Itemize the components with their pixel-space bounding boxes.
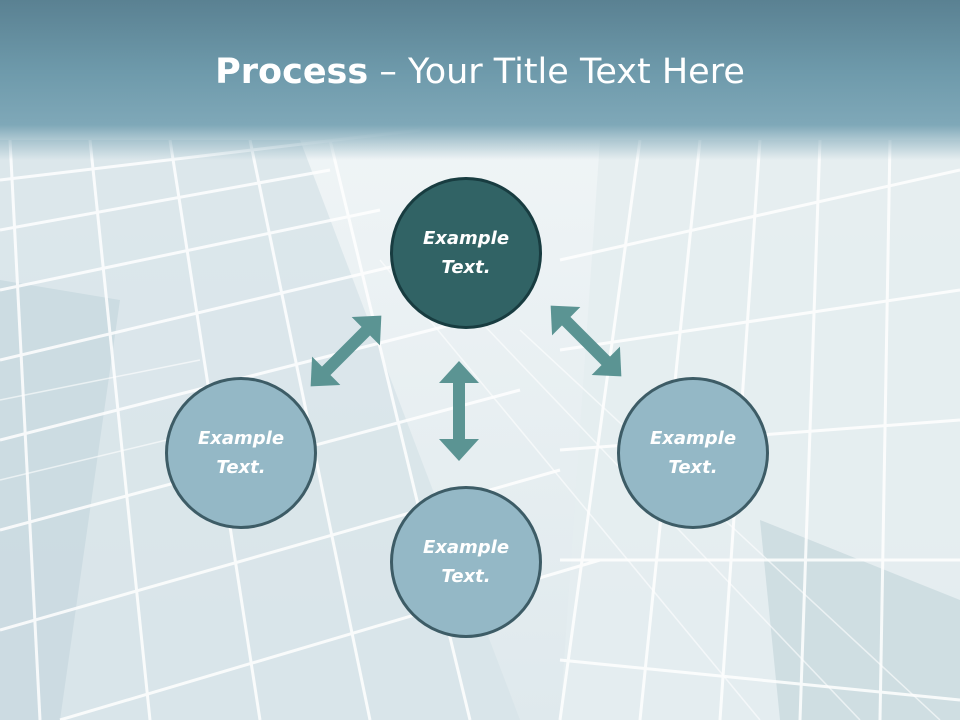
- node-label-line-1: Example: [422, 537, 510, 558]
- node-label-line-1: Example: [197, 428, 285, 449]
- node-label: Example Text.: [406, 533, 526, 591]
- node-label-line-2: Text.: [216, 457, 266, 478]
- node-label: Example Text.: [633, 424, 753, 482]
- node-label: Example Text.: [406, 224, 526, 282]
- title-rest-part: – Your Title Text Here: [368, 52, 745, 92]
- node-label-line-1: Example: [649, 428, 737, 449]
- double-arrow-top-left: [310, 315, 382, 387]
- node-label-line-2: Text.: [441, 566, 491, 587]
- process-node-left[interactable]: Example Text.: [165, 377, 317, 529]
- title-header-band: [0, 0, 960, 160]
- double-arrow-top-right: [550, 305, 622, 377]
- process-node-right[interactable]: Example Text.: [617, 377, 769, 529]
- node-label-line-1: Example: [422, 228, 510, 249]
- process-node-bottom[interactable]: Example Text.: [390, 486, 542, 638]
- double-arrow-vertical: [439, 361, 479, 461]
- process-node-top[interactable]: Example Text.: [390, 177, 542, 329]
- slide-title[interactable]: Process – Your Title Text Here: [0, 52, 960, 92]
- title-bold-part: Process: [215, 52, 369, 92]
- node-label-line-2: Text.: [668, 457, 718, 478]
- node-label-line-2: Text.: [441, 257, 491, 278]
- node-label: Example Text.: [181, 424, 301, 482]
